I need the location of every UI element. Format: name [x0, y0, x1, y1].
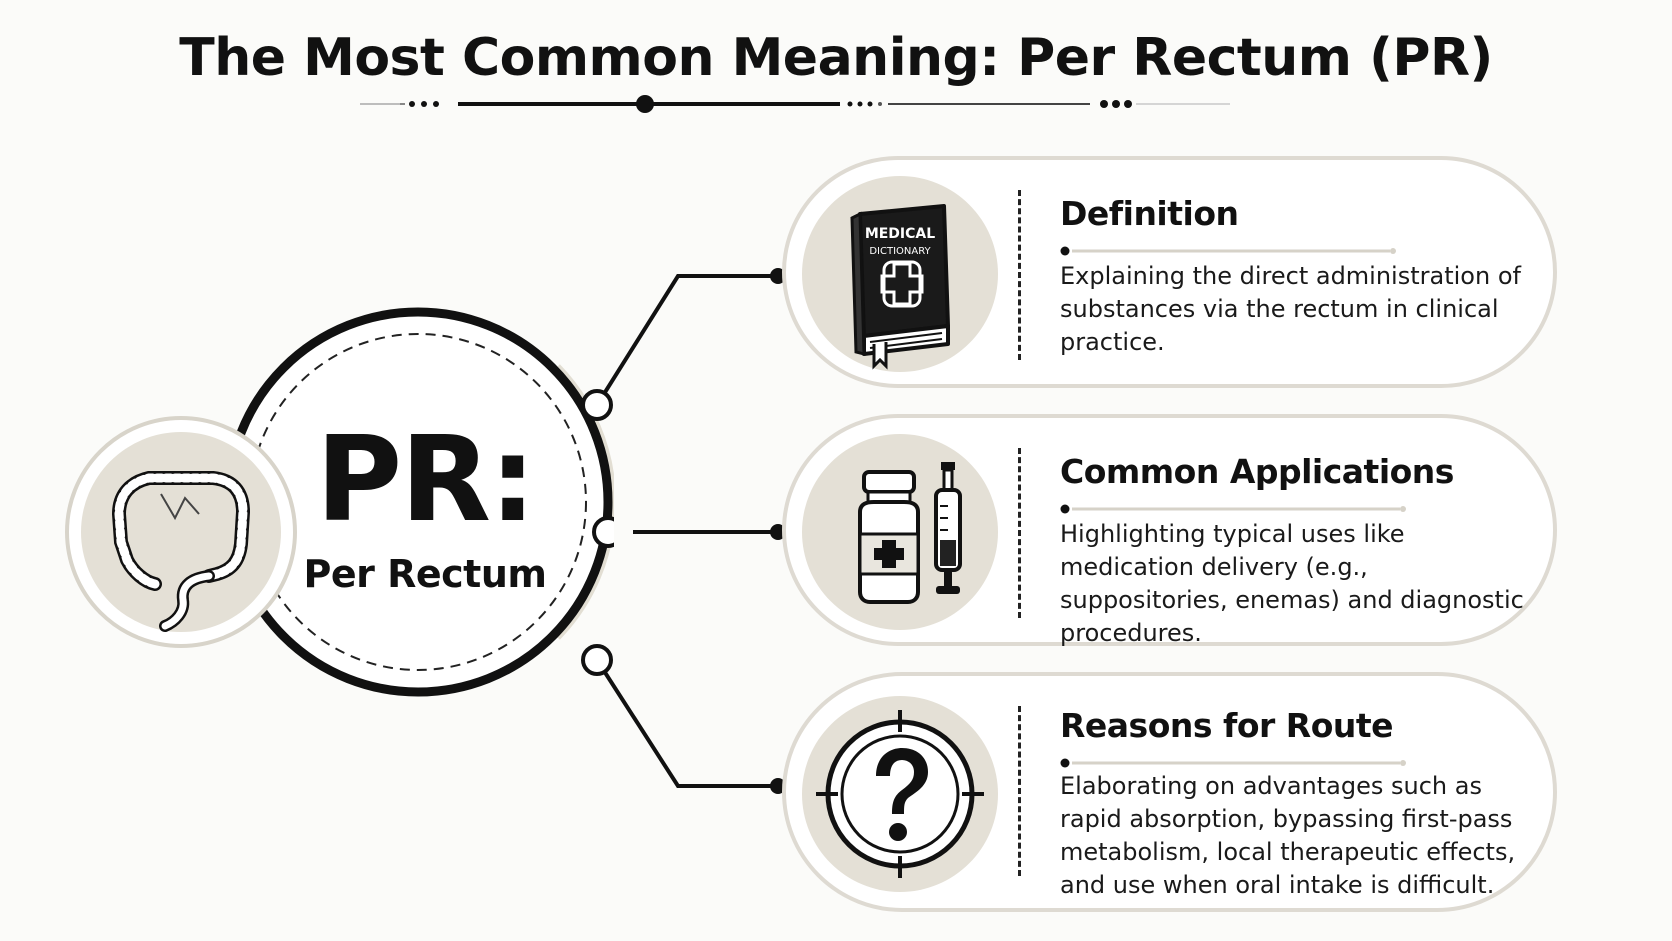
card-description: Highlighting typical uses like medicatio…	[1060, 520, 1524, 647]
branch-card-applications: Common Applications Highlighting typical…	[782, 414, 1557, 647]
colon-icon	[65, 416, 297, 648]
card-description: Explaining the direct administration of …	[1060, 262, 1521, 356]
title-underline	[1060, 246, 1396, 256]
card-divider	[1018, 448, 1021, 618]
book-cover-word-1: MEDICAL	[865, 226, 935, 242]
title-divider	[360, 95, 1230, 113]
card-description: Elaborating on advantages such as rapid …	[1060, 772, 1516, 899]
card-title: Reasons for Route	[1060, 706, 1394, 745]
branch-card-reasons: Reasons for Route Elaborating on advanta…	[782, 672, 1557, 912]
card-divider	[1018, 190, 1021, 360]
card-icon-disc	[802, 434, 998, 630]
vial-and-syringe-icon	[858, 462, 962, 604]
hub-full-form: Per Rectum	[303, 552, 547, 596]
medical-dictionary-icon: MEDICAL DICTIONARY	[850, 204, 950, 370]
card-title: Common Applications	[1060, 452, 1454, 491]
hub-circle	[223, 307, 614, 697]
branch-card-definition: MEDICAL DICTIONARY Definition Explaining…	[782, 156, 1557, 388]
question-target-icon	[816, 710, 984, 878]
title-underline	[1060, 504, 1406, 514]
hub-label: PR: Per Rectum	[250, 420, 600, 596]
card-divider	[1018, 706, 1021, 876]
hub-abbreviation: PR:	[315, 410, 537, 548]
book-cover-word-2: DICTIONARY	[869, 246, 931, 257]
card-icon-disc: MEDICAL DICTIONARY	[802, 176, 998, 372]
title-underline	[1060, 758, 1406, 768]
card-icon-disc	[802, 696, 998, 892]
card-title: Definition	[1060, 194, 1239, 233]
page-title: The Most Common Meaning: Per Rectum (PR)	[179, 28, 1493, 88]
